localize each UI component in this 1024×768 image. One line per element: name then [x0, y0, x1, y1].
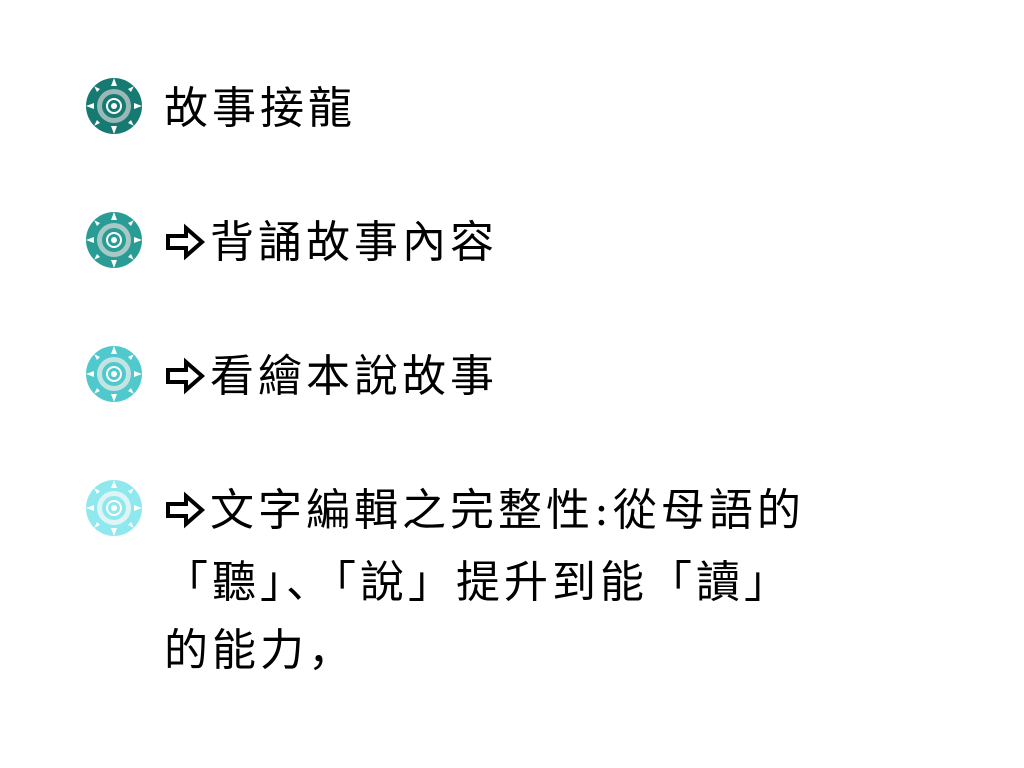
bullet-item-4: 文字編輯之完整性:從母語的	[84, 478, 944, 544]
outline-right-arrow-icon	[164, 490, 208, 530]
bullet-text-4-line-2: 「聽」、「說」提升到能「讀」	[164, 557, 792, 608]
sun-gear-icon	[84, 478, 144, 538]
bullet-text-4: 文字編輯之完整性:從母語的	[210, 485, 805, 536]
bullet-item-1: 故事接龍	[84, 76, 944, 142]
bullet-text-4-line-3: 的能力，	[164, 625, 356, 676]
bullet-text-2-wrapper: 背誦故事內容	[164, 210, 498, 276]
sun-gear-icon	[84, 76, 144, 136]
sun-gear-icon	[84, 344, 144, 404]
sun-gear-icon	[84, 210, 144, 270]
bullet-text-3: 看繪本說故事	[210, 351, 498, 402]
bullet-text-3-wrapper: 看繪本說故事	[164, 344, 498, 410]
outline-right-arrow-icon	[164, 222, 208, 262]
outline-right-arrow-icon	[164, 356, 208, 396]
bullet-text-4-wrapper: 文字編輯之完整性:從母語的	[164, 478, 805, 544]
bullet-text-2: 背誦故事內容	[210, 217, 498, 268]
bullet-item-2: 背誦故事內容	[84, 210, 944, 276]
bullet-item-3: 看繪本說故事	[84, 344, 944, 410]
bullet-text-1: 故事接龍	[164, 83, 356, 134]
